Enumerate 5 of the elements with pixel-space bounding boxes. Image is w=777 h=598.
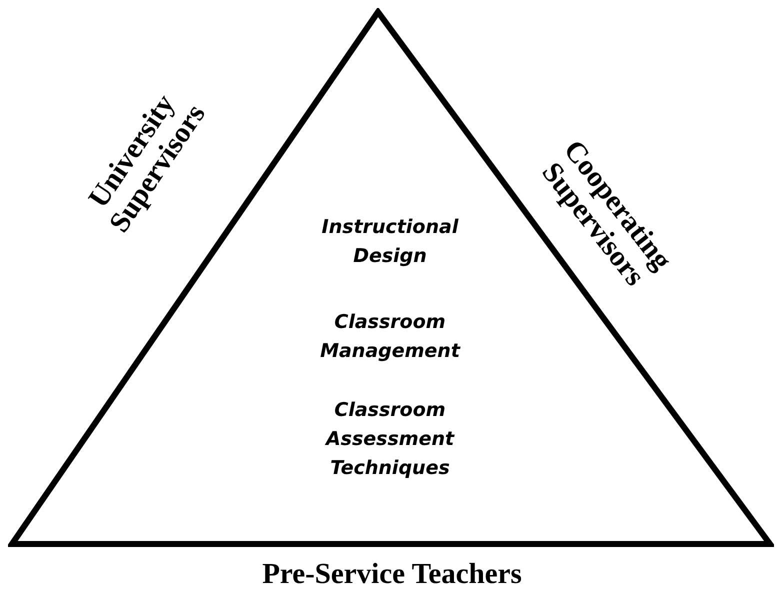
topic-text: Instructional Design (320, 215, 460, 269)
triangle-shape (8, 8, 774, 548)
topic-text: Classroom Management (319, 310, 462, 364)
topic-text: Classroom Assessment Techniques (324, 398, 456, 481)
base-label: Pre-Service Teachers (261, 559, 523, 590)
